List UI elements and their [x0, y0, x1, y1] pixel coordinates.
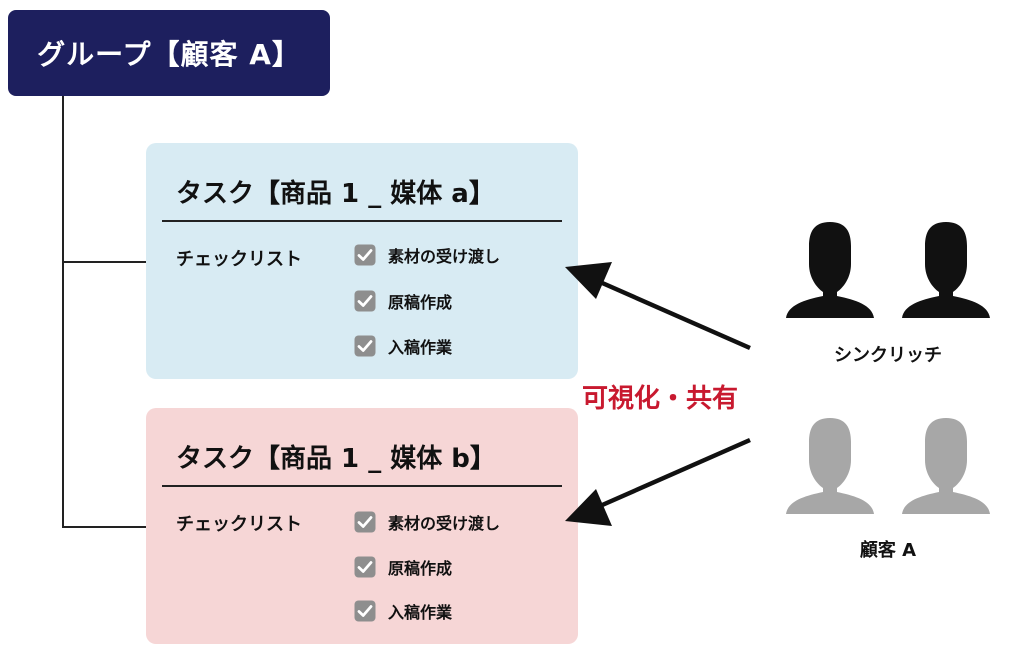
tree-connector-branch-b: [62, 526, 148, 528]
checklist-item-label: 素材の受け渡し: [388, 247, 501, 266]
checklist-item: 入稿作業: [354, 334, 452, 358]
checklist-item: 入稿作業: [354, 599, 452, 623]
checklist-item-label: 入稿作業: [388, 338, 453, 357]
checklist-item: 素材の受け渡し: [354, 243, 500, 267]
checklist-item: 原稿作成: [354, 289, 452, 313]
group-title: グループ【顧客 A】: [37, 38, 301, 71]
person-silhouette-icon: [786, 222, 990, 318]
checkbox-checked-icon: [354, 290, 376, 312]
checklist-label: チェックリスト: [176, 249, 302, 270]
checkbox-checked-icon: [354, 556, 376, 578]
task-title: タスク【商品 1 _ 媒体 b】: [176, 444, 496, 474]
task-card-a: タスク【商品 1 _ 媒体 a】 チェックリスト 素材の受け渡し 原稿作成 入稿…: [146, 143, 578, 379]
checklist-item: 原稿作成: [354, 555, 452, 579]
divider: [162, 220, 562, 222]
visualize-share-label: 可視化・共有: [582, 384, 739, 414]
task-card-b: タスク【商品 1 _ 媒体 b】 チェックリスト 素材の受け渡し 原稿作成 入稿…: [146, 408, 578, 644]
person-group-customer-a: [784, 416, 994, 516]
divider: [162, 485, 562, 487]
checklist-item-label: 原稿作成: [388, 293, 453, 312]
checkbox-checked-icon: [354, 511, 376, 533]
checkbox-checked-icon: [354, 335, 376, 357]
group-header: グループ【顧客 A】: [8, 10, 330, 96]
person-group-synclich: [784, 220, 994, 320]
tree-connector-branch-a: [62, 261, 148, 263]
checklist-item-label: 原稿作成: [388, 559, 453, 578]
checklist-item: 素材の受け渡し: [354, 510, 500, 534]
checklist-item-label: 入稿作業: [388, 603, 453, 622]
group-label-synclich: シンクリッチ: [834, 345, 942, 366]
person-silhouette-icon: [786, 418, 990, 514]
task-title: タスク【商品 1 _ 媒体 a】: [176, 179, 495, 209]
tree-connector-vertical: [62, 96, 64, 527]
checklist-item-label: 素材の受け渡し: [388, 514, 501, 533]
arrow-icon: [565, 437, 751, 526]
group-label-customer-a: 顧客 A: [859, 540, 917, 561]
checkbox-checked-icon: [354, 244, 376, 266]
checklist-label: チェックリスト: [176, 514, 302, 535]
arrow-icon: [565, 262, 751, 351]
checkbox-checked-icon: [354, 600, 376, 622]
